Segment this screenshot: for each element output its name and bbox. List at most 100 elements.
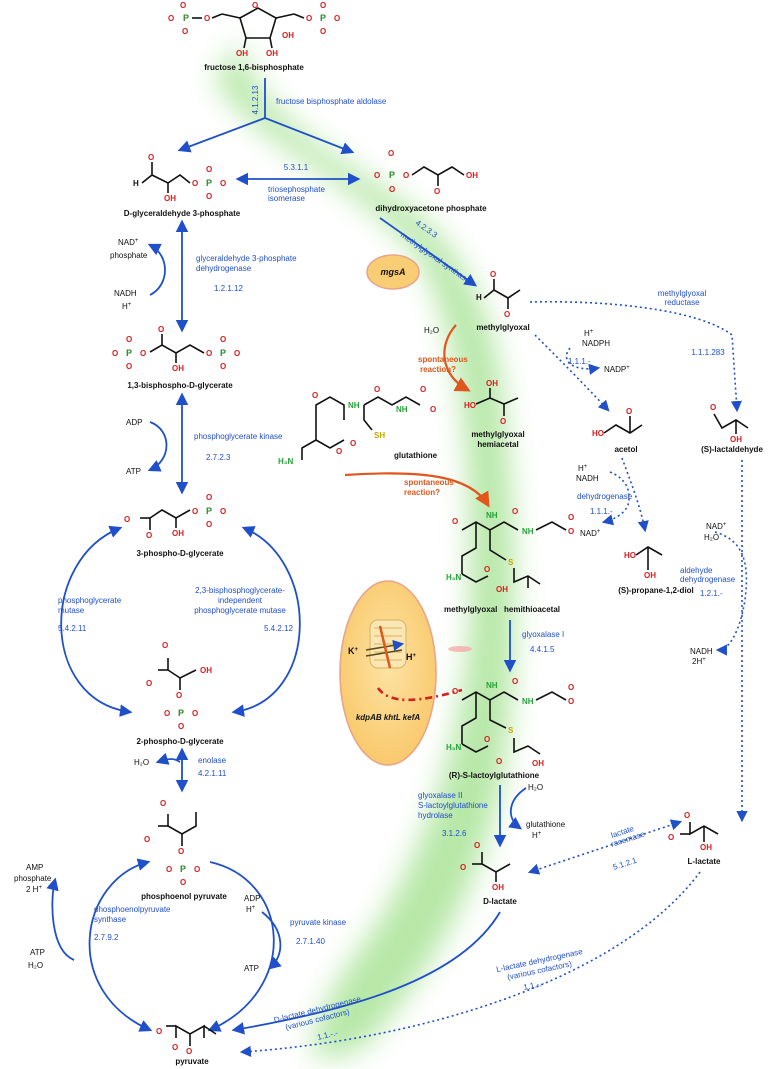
enzyme-ald-line2: dehydrogenase xyxy=(680,575,736,584)
enzyme-ipgm-line3: phosphoglycerate mutase xyxy=(194,606,286,615)
cofactor-amp: AMP xyxy=(26,863,43,872)
label-hemithio-line1: methylglyoxal xyxy=(444,605,497,614)
svg-text:NH: NH xyxy=(348,401,360,410)
svg-text:O: O xyxy=(144,835,150,844)
svg-text:OH: OH xyxy=(172,529,184,538)
svg-text:H₃N: H₃N xyxy=(446,573,461,582)
label-lactaldehyde: (S)-lactaldehyde xyxy=(701,445,763,454)
cofactor-nad-gapdh: NAD+ xyxy=(118,238,139,247)
svg-text:HO: HO xyxy=(464,401,476,410)
svg-text:S: S xyxy=(508,558,514,567)
svg-text:O: O xyxy=(568,527,574,536)
enzyme-dh: dehydrogenase xyxy=(577,492,633,501)
svg-text:O: O xyxy=(194,865,200,874)
svg-text:O: O xyxy=(710,403,716,412)
enzyme-tpi-line1: triosephosphate xyxy=(268,185,325,194)
svg-text:O: O xyxy=(166,865,172,874)
svg-text:OH: OH xyxy=(486,379,498,388)
pep-structure: O O O P O O O xyxy=(144,799,200,887)
enzyme-tpi-line2: isomerase xyxy=(268,194,305,203)
svg-text:O: O xyxy=(178,847,184,856)
enzyme-pgm-line2: mutase xyxy=(58,606,85,615)
svg-text:O: O xyxy=(206,165,212,174)
svg-text:O: O xyxy=(164,709,170,718)
label-d-lactate: D-lactate xyxy=(483,897,517,906)
svg-text:OH: OH xyxy=(496,585,508,594)
enzyme-glo1: glyoxalase I xyxy=(522,630,564,639)
svg-text:O: O xyxy=(112,349,118,358)
label-hemiacetal-line1: methylglyoxal xyxy=(471,430,524,439)
cofactor-adp-pgk: ADP xyxy=(126,418,142,427)
svg-text:O: O xyxy=(336,447,342,456)
cofactor-adp-pyk: ADP xyxy=(244,894,260,903)
spontaneous-2-line2: reaction? xyxy=(404,488,440,497)
svg-text:O: O xyxy=(389,185,395,194)
cofactor-nad-acetol: NAD+ xyxy=(580,529,601,538)
svg-text:HO: HO xyxy=(624,551,636,560)
svg-text:H₃N: H₃N xyxy=(446,743,461,752)
svg-text:OH: OH xyxy=(236,49,248,58)
svg-text:OH: OH xyxy=(200,666,212,675)
svg-text:P: P xyxy=(389,170,395,180)
ec-gapdh: 1.2.1.12 xyxy=(214,284,243,293)
label-methylglyoxal: methylglyoxal xyxy=(476,323,529,332)
svg-text:O: O xyxy=(140,349,146,358)
svg-text:O: O xyxy=(156,1027,162,1036)
enzyme-glo2-line3: hydrolase xyxy=(418,811,453,820)
enzyme-pgm-line1: phosphoglycerate xyxy=(58,596,122,605)
svg-text:O: O xyxy=(434,187,440,196)
svg-text:O: O xyxy=(500,417,506,426)
cofactor-nad-ald: NAD+ xyxy=(706,522,727,531)
svg-text:O: O xyxy=(312,391,318,400)
svg-text:O: O xyxy=(460,863,466,872)
svg-text:P: P xyxy=(178,708,184,718)
svg-text:NH: NH xyxy=(486,511,498,520)
svg-text:O: O xyxy=(668,833,674,842)
svg-text:O: O xyxy=(146,531,152,540)
svg-text:O: O xyxy=(158,325,164,334)
ec-tpi: 5.3.1.1 xyxy=(284,163,309,172)
ec-rac: 5.1.2.1 xyxy=(612,856,639,872)
cofactor-phosphate-pps: phosphate xyxy=(14,874,52,883)
svg-text:H: H xyxy=(133,179,139,188)
label-2-phosphoglycerate: 2-phospho-D-glycerate xyxy=(136,737,224,746)
spontaneous-1-line1: spontaneous xyxy=(418,355,468,364)
enzyme-pps-line1: phosphoenolpyruvate xyxy=(94,905,171,914)
spontaneous-1-line2: reaction? xyxy=(420,365,456,374)
cell-membrane-panel xyxy=(339,580,437,766)
enzyme-pyk: pyruvate kinase xyxy=(290,918,347,927)
enzyme-ipgm-line2: independent xyxy=(218,596,263,605)
cofactor-h2o-pps: H₂O xyxy=(28,961,43,970)
svg-text:H₃N: H₃N xyxy=(278,457,293,466)
dhap-structure: O O P O O O OH xyxy=(374,149,478,196)
cofactor-nadh-acetol: NADH xyxy=(576,474,599,483)
pathway-highlight xyxy=(215,40,515,1060)
svg-text:P: P xyxy=(220,348,226,358)
cofactor-h-mg: H+ xyxy=(584,329,594,338)
svg-text:O: O xyxy=(350,439,356,448)
svg-text:O: O xyxy=(568,697,574,706)
svg-text:O: O xyxy=(568,513,574,522)
svg-text:O: O xyxy=(126,362,132,371)
svg-text:O: O xyxy=(180,1,186,10)
svg-text:O: O xyxy=(512,677,518,686)
svg-text:O: O xyxy=(234,349,240,358)
svg-text:O: O xyxy=(206,349,212,358)
transporter-genes: kdpAB khtL kefA xyxy=(356,713,421,722)
enzyme-ipgm-line1: 2,3-bisphosphoglycerate- xyxy=(195,586,285,595)
label-l-lactate: L-lactate xyxy=(688,857,721,866)
svg-text:O: O xyxy=(124,515,130,524)
cofactor-h-glo2: H+ xyxy=(532,831,542,840)
svg-text:P: P xyxy=(320,13,326,23)
svg-text:O: O xyxy=(403,171,409,180)
svg-text:HO: HO xyxy=(592,429,604,438)
svg-text:OH: OH xyxy=(172,364,184,373)
phosphoglycerate-2-structure: O O OH O P O O O xyxy=(146,641,212,731)
svg-text:O: O xyxy=(220,362,226,371)
svg-text:O: O xyxy=(126,335,132,344)
svg-text:P: P xyxy=(206,506,212,516)
enzyme-mgr-line1: methylglyoxal xyxy=(658,289,707,298)
svg-text:O: O xyxy=(204,14,210,23)
label-hemiacetal-line2: hemiacetal xyxy=(477,440,518,449)
